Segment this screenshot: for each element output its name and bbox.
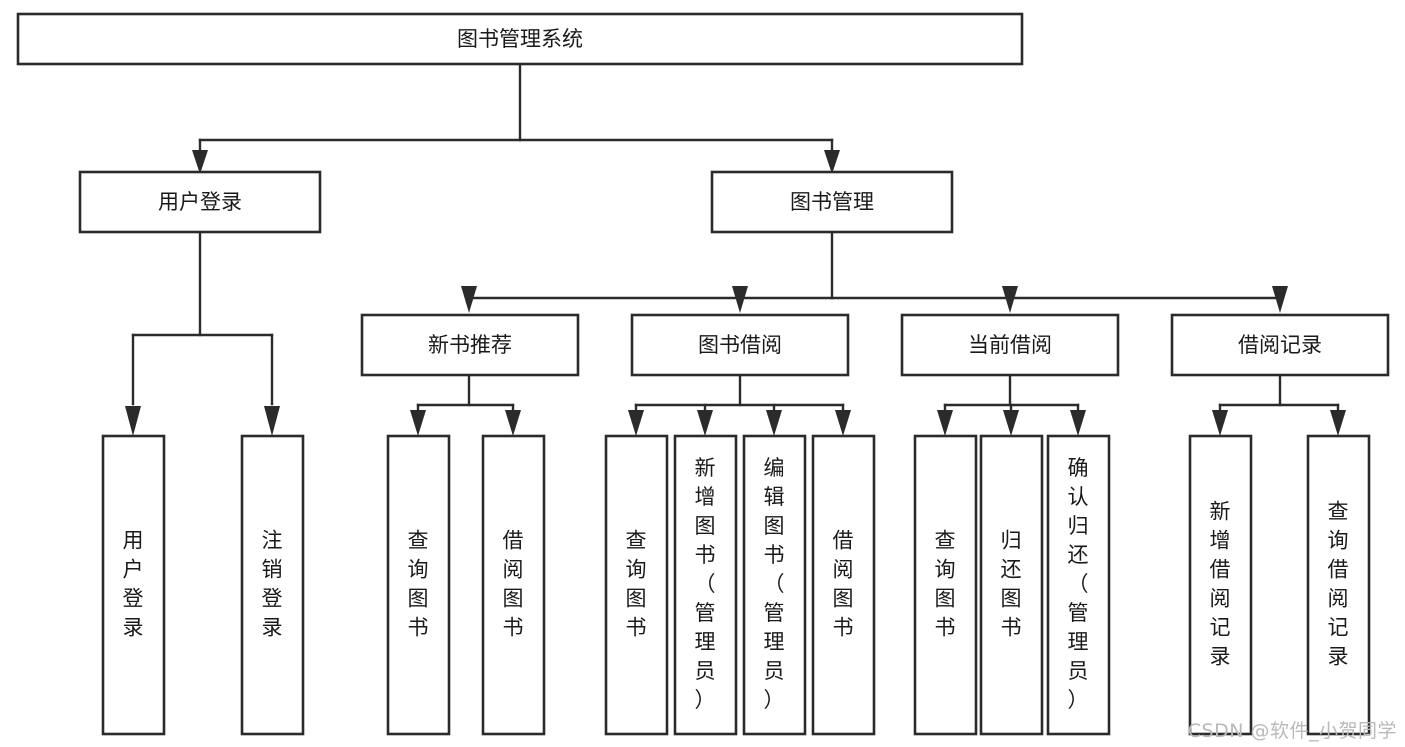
leaf-add-book-label: 新增图书（管理员） [695,456,716,712]
arrow-head-leaf-edit-book [766,410,782,436]
connector-layer [125,62,1346,436]
arrow-head-leaf-query-record [1330,410,1346,436]
node-leaf-logout[interactable]: 注销登录 [240,434,305,736]
arrow-head-leaf-query-book-2 [628,410,644,436]
node-root[interactable]: 图书管理系统 [16,12,1024,66]
arrow-head-leaf-borrow-book-1 [505,410,521,436]
book-borrow-label: 图书借阅 [698,333,782,357]
arrow-head-book-borrow [732,286,748,313]
arrow-head-leaf-query-book-3 [937,410,953,436]
node-book-borrow[interactable]: 图书借阅 [630,313,850,377]
node-book-manage[interactable]: 图书管理 [710,170,954,234]
borrow-record-label: 借阅记录 [1238,333,1322,357]
borrow-record-box[interactable] [1170,313,1390,377]
arrow-head-current-borrow [1002,286,1018,313]
leaf-query-book-2-box[interactable] [604,434,669,736]
leaf-edit-book-box[interactable] [742,434,807,736]
leaf-confirm-return-label: 确认归还（管理员） [1068,456,1089,712]
book-borrow-box[interactable] [630,313,850,377]
leaf-query-book-1-label: 查询图书 [408,529,429,640]
leaf-logout-label: 注销登录 [262,529,283,640]
current-borrow-box[interactable] [900,313,1120,377]
leaf-borrow-book-1-label: 借阅图书 [503,529,524,640]
arrow-head-user-login [192,150,208,174]
arrow-head-leaf-borrow-book-2 [835,410,851,436]
leaf-return-book-label: 归还图书 [1001,529,1022,640]
node-user-login[interactable]: 用户登录 [78,170,322,234]
leaf-logout-box[interactable] [240,434,305,736]
node-leaf-query-book-3[interactable]: 查询图书 [913,434,978,736]
node-leaf-user-login[interactable]: 用户登录 [101,434,166,736]
node-leaf-query-book-1[interactable]: 查询图书 [386,434,451,736]
leaf-borrow-book-1-box[interactable] [481,434,546,736]
arrow-head-leaf-user-login [125,406,141,436]
root-label: 图书管理系统 [457,27,583,51]
arrow-head-leaf-query-book-1 [410,410,426,436]
node-borrow-record[interactable]: 借阅记录 [1170,313,1390,377]
book-manage-box[interactable] [710,170,954,234]
leaf-user-login-label: 用户登录 [123,529,144,640]
leaf-query-book-1-box[interactable] [386,434,451,736]
new-book-rec-box[interactable] [360,313,580,377]
leaf-borrow-book-2-box[interactable] [811,434,876,736]
arrow-head-leaf-add-record [1212,410,1228,436]
leaf-query-book-3-label: 查询图书 [935,529,956,640]
arrow-head-leaf-confirm-return [1070,410,1086,436]
node-leaf-confirm-return[interactable]: 确认归还（管理员） [1046,434,1111,736]
node-leaf-edit-book[interactable]: 编辑图书（管理员） [742,434,807,736]
leaf-add-record-label: 新增借阅记录 [1210,500,1231,669]
node-leaf-query-book-2[interactable]: 查询图书 [604,434,669,736]
leaf-query-book-2-label: 查询图书 [626,529,647,640]
leaf-edit-book-label: 编辑图书（管理员） [764,456,785,712]
arrow-head-borrow-record [1272,286,1288,313]
leaf-add-book-box[interactable] [673,434,738,736]
new-book-rec-label: 新书推荐 [428,333,512,357]
leaf-return-book-box[interactable] [979,434,1044,736]
arrow-head-leaf-add-book [697,410,713,436]
leaf-user-login-box[interactable] [101,434,166,736]
leaf-query-record-box[interactable] [1306,434,1371,736]
current-borrow-label: 当前借阅 [968,333,1052,357]
leaf-query-record-label: 查询借阅记录 [1328,500,1349,669]
arrow-head-new-book-rec [461,286,477,313]
leaf-query-book-3-box[interactable] [913,434,978,736]
node-leaf-return-book[interactable]: 归还图书 [979,434,1044,736]
node-leaf-add-book[interactable]: 新增图书（管理员） [673,434,738,736]
node-current-borrow[interactable]: 当前借阅 [900,313,1120,377]
node-leaf-query-record[interactable]: 查询借阅记录 [1306,434,1371,736]
leaf-confirm-return-box[interactable] [1046,434,1111,736]
user-login-box[interactable] [78,170,322,234]
node-leaf-add-record[interactable]: 新增借阅记录 [1188,434,1253,736]
leaf-add-record-box[interactable] [1188,434,1253,736]
leaf-borrow-book-2-label: 借阅图书 [833,529,854,640]
book-manage-label: 图书管理 [790,190,874,214]
root-box[interactable] [16,12,1024,66]
node-leaf-borrow-book-1[interactable]: 借阅图书 [481,434,546,736]
csdn-watermark: CSDN @软件_小贺同学 [1187,720,1397,742]
node-new-book-rec[interactable]: 新书推荐 [360,313,580,377]
arrow-head-leaf-return-book [1003,410,1019,436]
user-login-label: 用户登录 [158,190,242,214]
arrow-head-leaf-logout [264,406,280,436]
node-leaf-borrow-book-2[interactable]: 借阅图书 [811,434,876,736]
arrow-head-book-manage [824,150,840,174]
